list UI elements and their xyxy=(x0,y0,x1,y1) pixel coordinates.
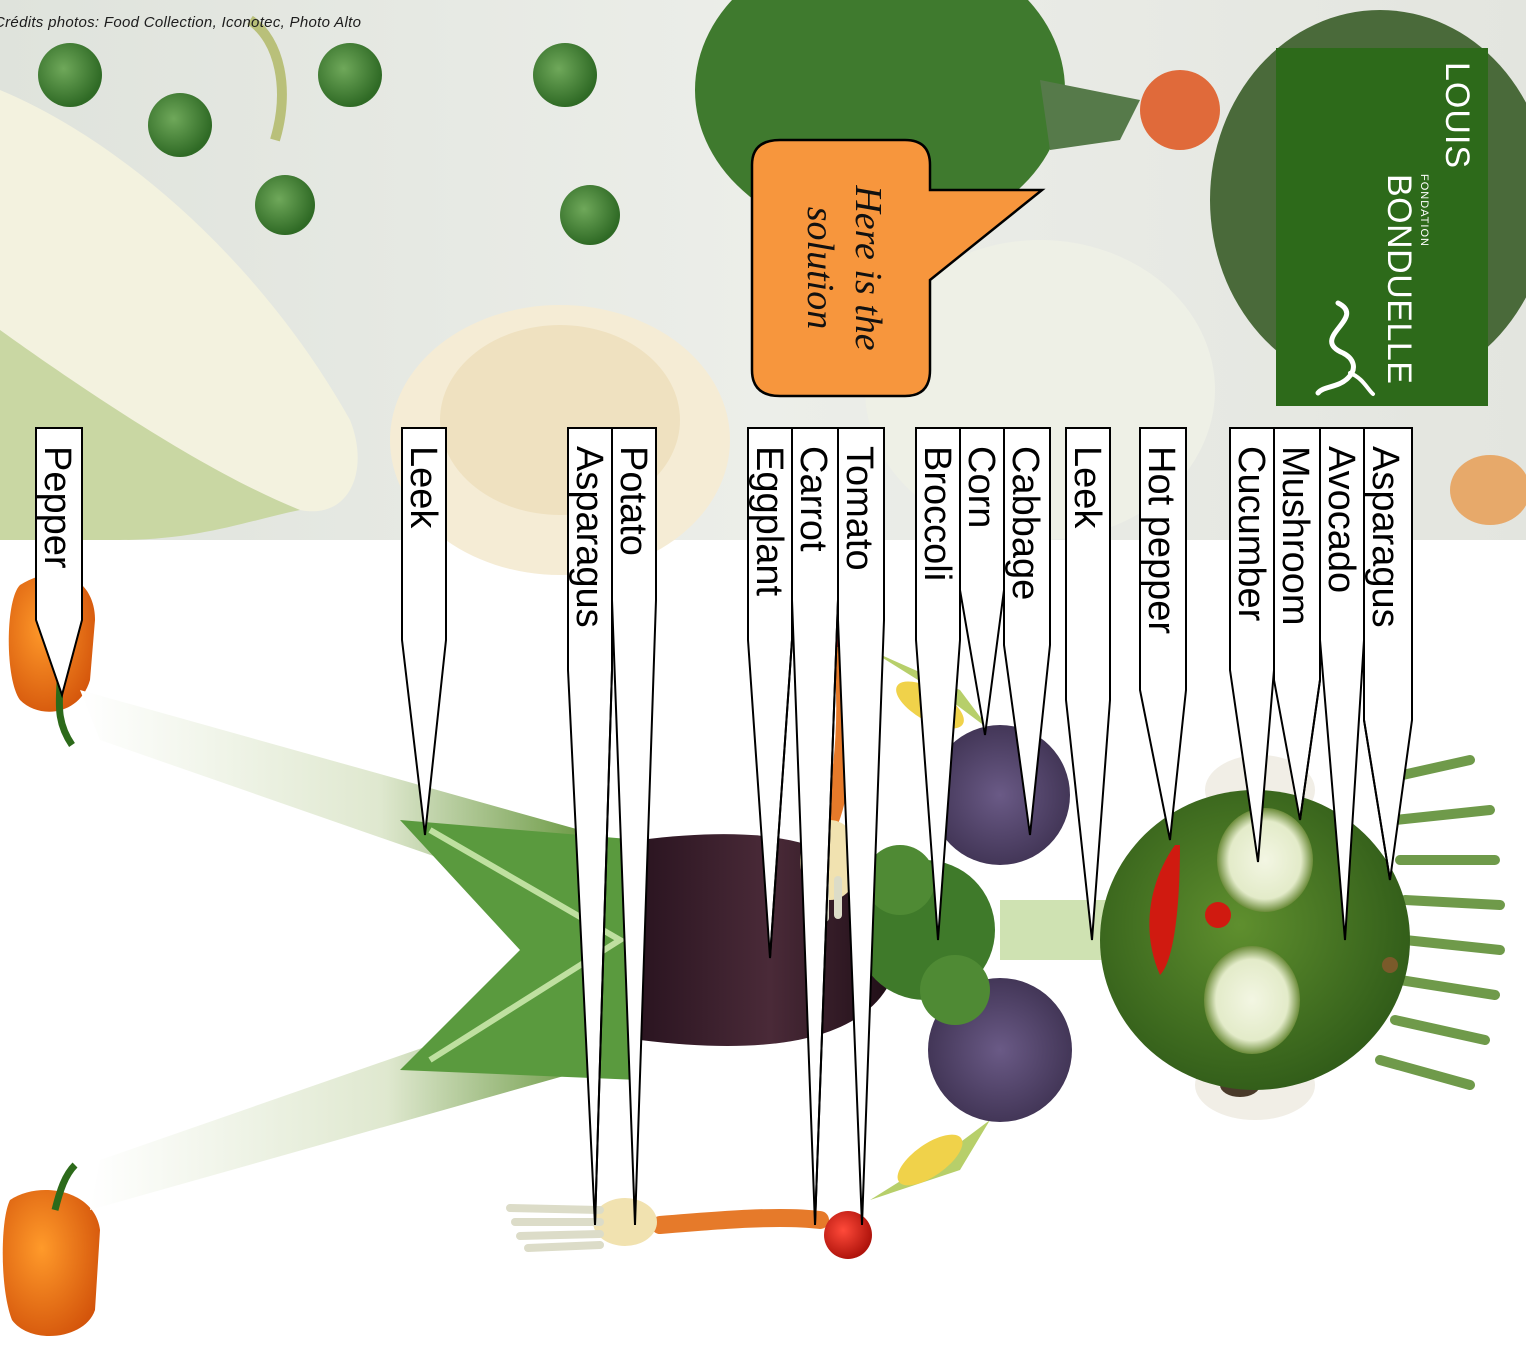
fondation-bonduelle-logo: LOUIS FONDATION BONDUELLE xyxy=(1276,48,1488,406)
label-hot-pepper: Hot pepper xyxy=(1140,446,1182,634)
speech-bubble-text-wrap: Here is the solution xyxy=(760,140,928,396)
label-eggplant: Eggplant xyxy=(748,446,790,596)
label-cucumber: Cucumber xyxy=(1230,446,1272,622)
photo-credits: Crédits photos: Food Collection, Iconote… xyxy=(0,14,361,31)
label-cabbage: Cabbage xyxy=(1004,446,1046,600)
speech-bubble-text: Here is the solution xyxy=(760,140,928,396)
logo-fondation: FONDATION xyxy=(1418,174,1430,247)
leaf-logo-icon xyxy=(1298,298,1378,398)
label-potato: Potato xyxy=(612,446,654,556)
label-asparagus-hair: Asparagus xyxy=(1364,446,1406,628)
label-tomato: Tomato xyxy=(838,446,880,571)
label-carrot: Carrot xyxy=(792,446,834,552)
label-avocado: Avocado xyxy=(1320,446,1362,593)
logo-line-bonduelle: BONDUELLE xyxy=(1379,174,1418,384)
label-mushroom: Mushroom xyxy=(1274,446,1316,626)
label-pepper: Pepper xyxy=(36,446,78,569)
label-leek-neck: Leek xyxy=(1066,446,1108,529)
label-leek-legs: Leek xyxy=(402,446,444,529)
label-asparagus-hand: Asparagus xyxy=(568,446,610,628)
logo-line-louis: LOUIS xyxy=(1437,62,1476,169)
label-broccoli: Broccoli xyxy=(916,446,958,581)
label-corn: Corn xyxy=(960,446,1002,528)
